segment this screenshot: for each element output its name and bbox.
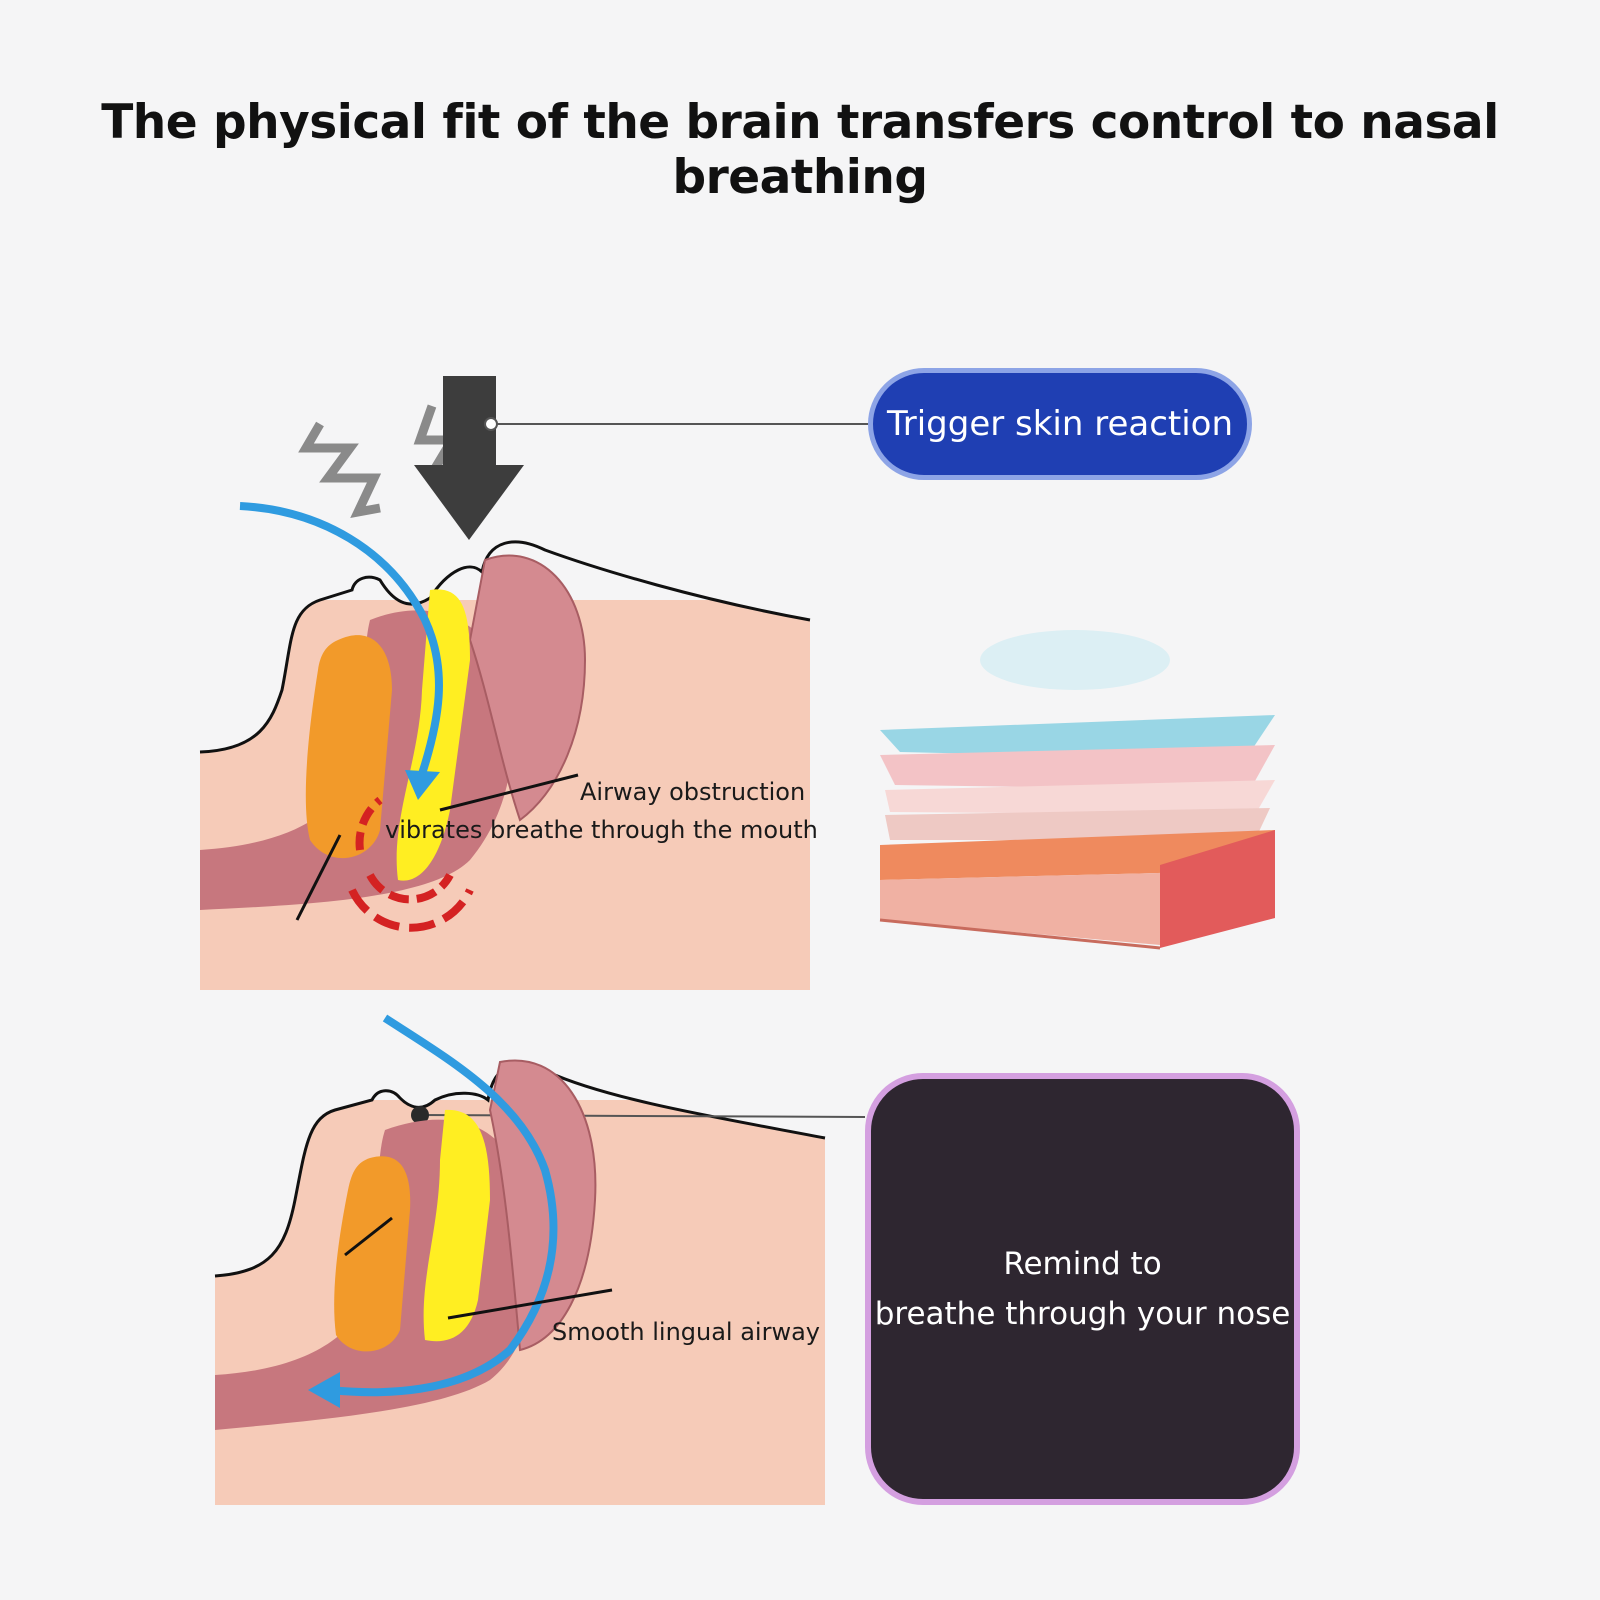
remind-line-1: Remind to (1003, 1246, 1162, 1282)
label-smooth-airway: Smooth lingual airway (552, 1318, 821, 1346)
page-title: The physical fit of the brain transfers … (101, 95, 1499, 205)
label-airway-obstruction: Airway obstruction (580, 778, 806, 806)
remind-line-2: breathe through your nose (874, 1296, 1291, 1332)
skin-layers-icon (879, 630, 1275, 950)
trigger-skin-reaction-badge: Trigger skin reaction (868, 368, 1252, 480)
label-vibrates-mouth: vibrates breathe through the mouth (385, 816, 818, 844)
down-arrow-icon (414, 376, 524, 540)
vibration-rings-icon (348, 796, 474, 932)
head-obstructed-illustration (199, 502, 811, 990)
remind-nasal-breathing-card: Remind to breathe through your nose (865, 1073, 1300, 1505)
head-clear-illustration (214, 1014, 866, 1505)
